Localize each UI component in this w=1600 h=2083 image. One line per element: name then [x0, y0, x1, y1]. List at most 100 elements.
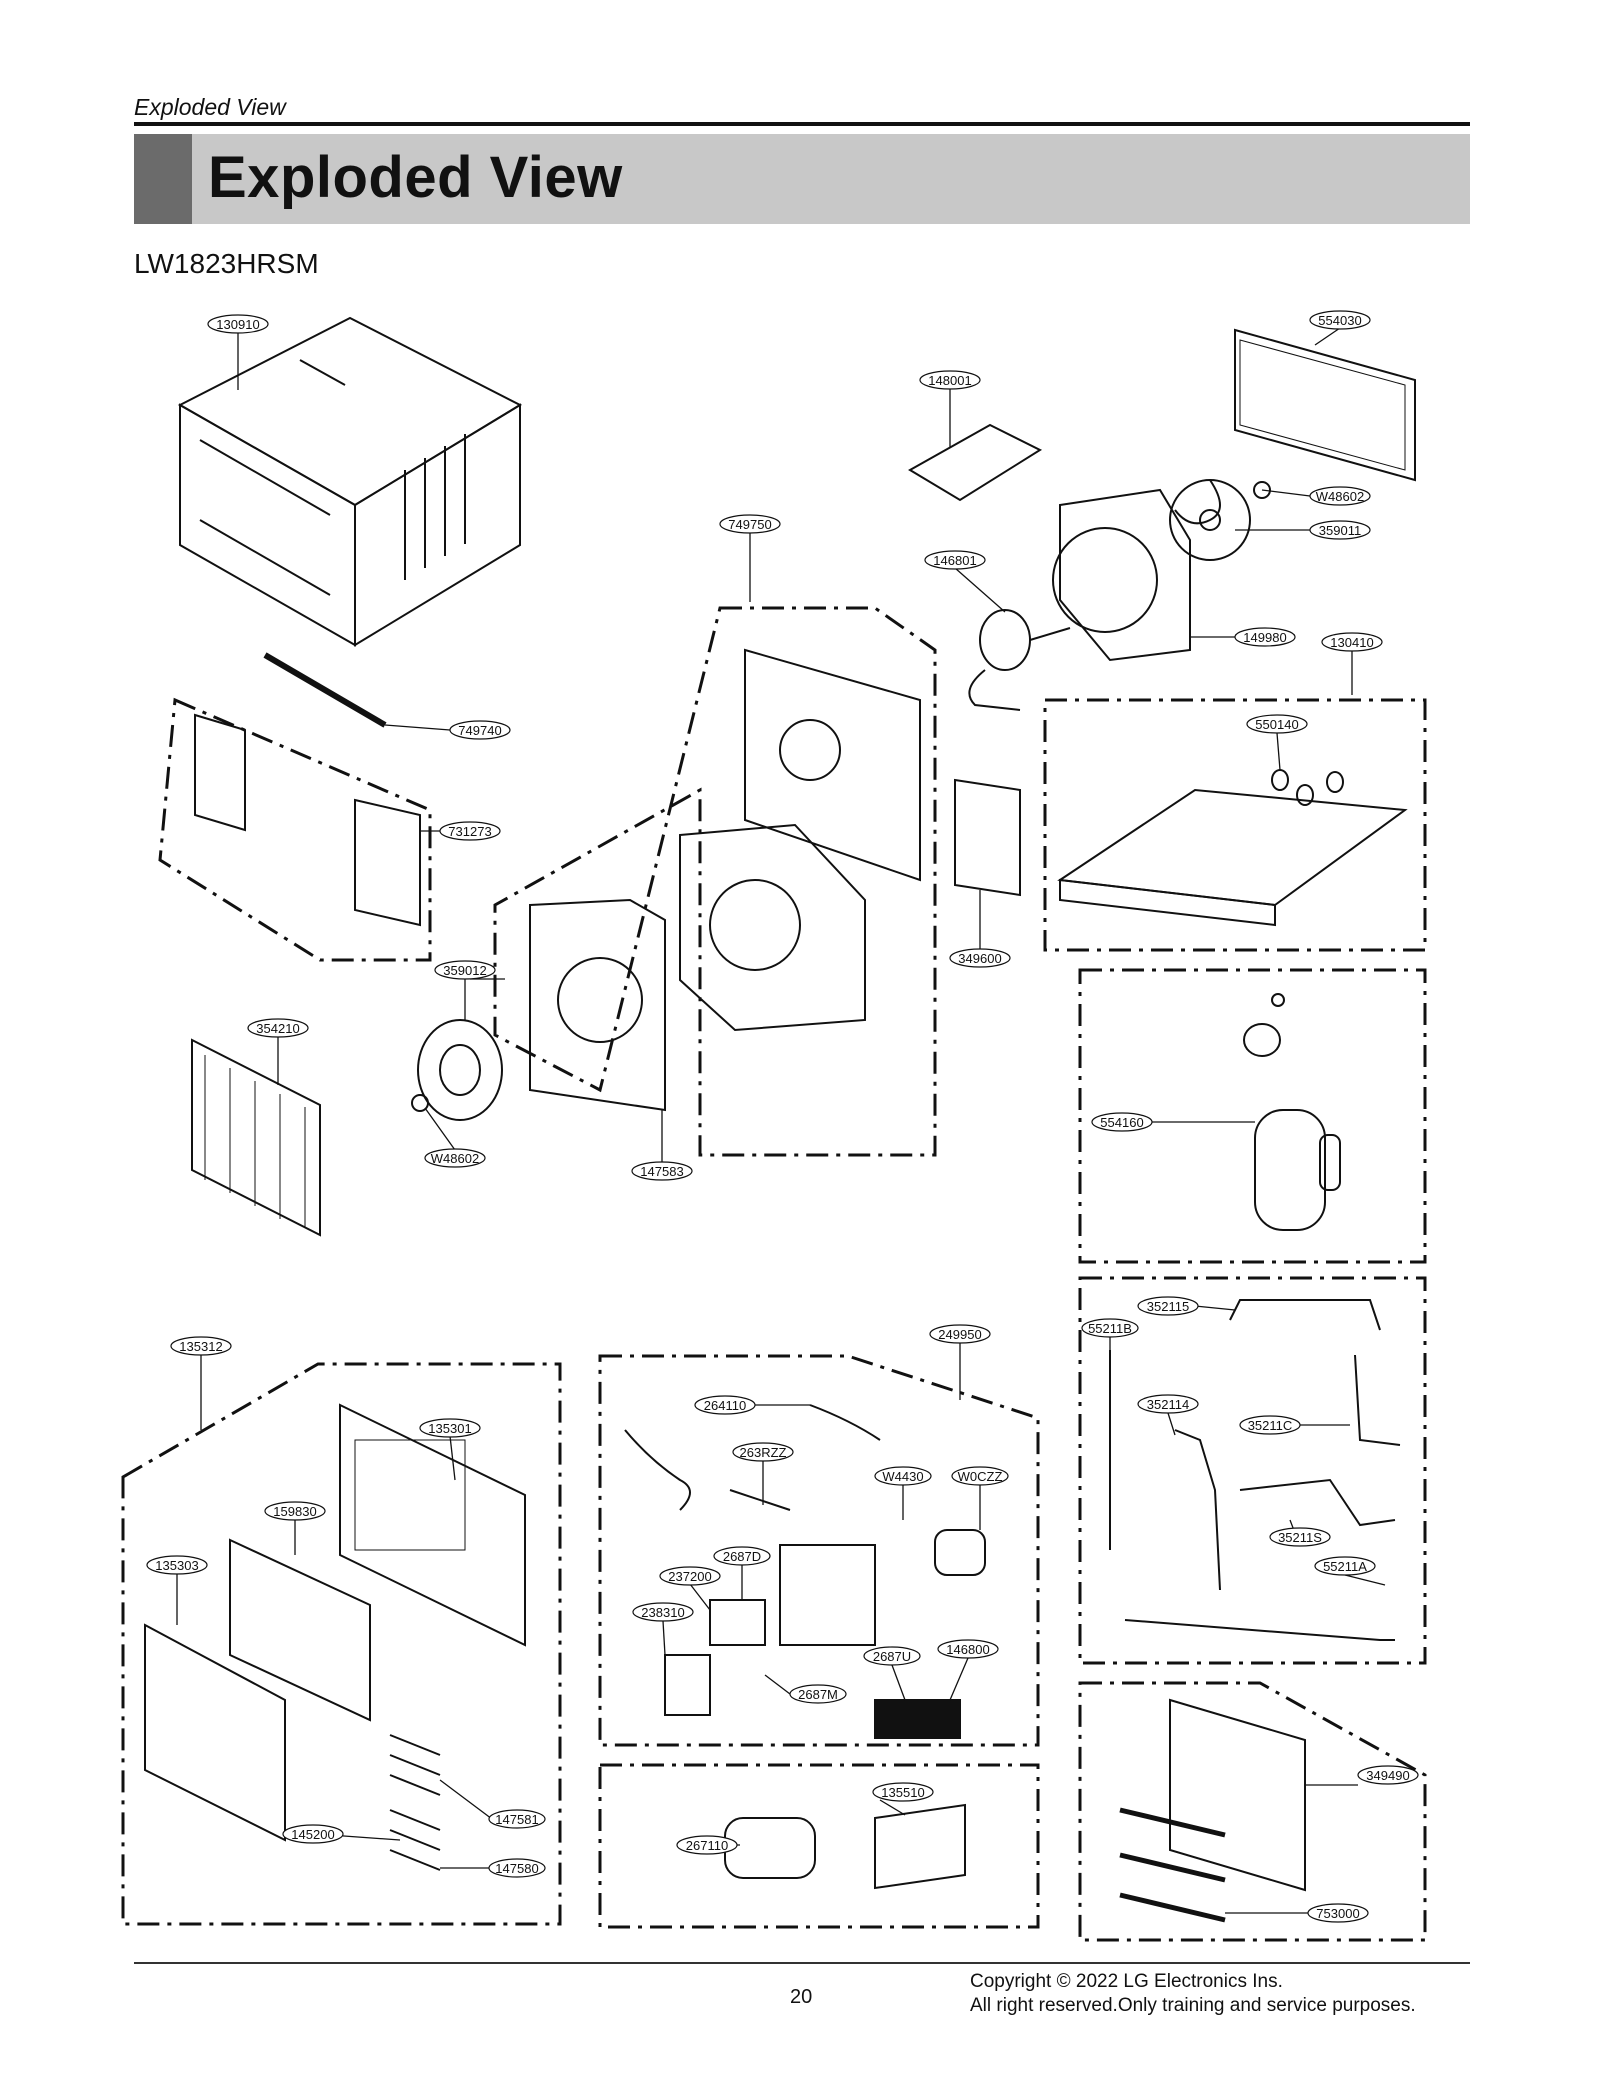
- leader-lines: [176, 327, 1386, 1914]
- svg-text:2687U: 2687U: [873, 1649, 911, 1664]
- callout: 554160: [1091, 1112, 1153, 1132]
- callout: 237200: [659, 1566, 721, 1586]
- svg-text:359011: 359011: [1319, 523, 1361, 538]
- copyright-line-1: Copyright © 2022 LG Electronics Ins.: [970, 1971, 1283, 1992]
- svg-text:349490: 349490: [1366, 1768, 1409, 1783]
- remote-267110-part: [724, 1817, 816, 1879]
- nut-w48602-part: [1253, 481, 1271, 499]
- callout: 359011: [1309, 520, 1371, 540]
- callout: 135303: [146, 1555, 208, 1575]
- frame-749750: [493, 606, 937, 1157]
- callout: 264110: [694, 1395, 756, 1415]
- filter-159830-part: [229, 1538, 371, 1722]
- frame-130410: [1043, 698, 1427, 952]
- callout: 55211B: [1081, 1318, 1139, 1338]
- louvers-part: [389, 1734, 441, 1871]
- svg-text:159830: 159830: [273, 1504, 316, 1519]
- svg-text:146800: 146800: [946, 1642, 989, 1657]
- callout: 267110: [676, 1835, 738, 1855]
- control-box-349600-part: [954, 778, 1021, 897]
- svg-text:35211S: 35211S: [1278, 1530, 1322, 1545]
- page-title: Exploded View: [208, 145, 623, 210]
- callout: 146800: [937, 1639, 999, 1659]
- svg-text:W0CZZ: W0CZZ: [958, 1469, 1003, 1484]
- scroll-housing-part: [529, 823, 866, 1112]
- callout: 349600: [949, 948, 1011, 968]
- svg-text:146801: 146801: [933, 553, 976, 568]
- header-rule: [134, 122, 1470, 126]
- frame-352115: [1078, 1276, 1427, 1665]
- svg-text:130410: 130410: [1330, 635, 1373, 650]
- callout: 147580: [488, 1858, 546, 1878]
- callout: 159830: [264, 1501, 326, 1521]
- callout: 352115: [1137, 1296, 1199, 1316]
- callout: 263RZZ: [732, 1442, 794, 1462]
- svg-text:35211C: 35211C: [1248, 1418, 1293, 1433]
- callout: 35211S: [1269, 1527, 1331, 1547]
- svg-text:749750: 749750: [728, 517, 771, 532]
- callout: 130410: [1321, 632, 1383, 652]
- svg-text:135303: 135303: [155, 1558, 198, 1573]
- svg-text:554030: 554030: [1318, 313, 1361, 328]
- condenser-coil-554030-part: [1234, 328, 1416, 482]
- svg-text:2687M: 2687M: [798, 1687, 838, 1702]
- svg-text:130910: 130910: [216, 317, 259, 332]
- callout: 135312: [170, 1336, 232, 1356]
- svg-text:352115: 352115: [1147, 1299, 1189, 1314]
- svg-text:148001: 148001: [928, 373, 971, 388]
- front-frame-135301-part: [339, 1403, 526, 1647]
- svg-text:135510: 135510: [881, 1785, 924, 1800]
- svg-text:149980: 149980: [1243, 630, 1286, 645]
- svg-text:237200: 237200: [668, 1569, 711, 1584]
- callout: 731273: [439, 821, 501, 841]
- heater-753000-part: [1119, 1807, 1226, 1923]
- copyright-line-2: All right reserved.Only training and ser…: [970, 1995, 1416, 2016]
- page-number: 20: [790, 1986, 813, 2008]
- frame-135312: [121, 1362, 562, 1926]
- callout: 354210: [247, 1018, 309, 1038]
- base-pan-130410-part: [1057, 769, 1408, 927]
- compressor-554160-part: [1243, 993, 1341, 1231]
- callout: 147581: [488, 1809, 546, 1829]
- front-grille-135303-part: [144, 1623, 286, 1842]
- callout: 148001: [919, 370, 981, 390]
- callout: 55211A: [1314, 1556, 1376, 1576]
- shroud-149980-part: [1052, 488, 1191, 662]
- frame-135510: [598, 1763, 1040, 1929]
- side-panel-left-part: [194, 713, 246, 832]
- callout: 249950: [929, 1324, 991, 1344]
- callout: 135301: [419, 1418, 481, 1438]
- cabinet-130910-part: [177, 316, 523, 647]
- svg-text:145200: 145200: [291, 1827, 334, 1842]
- callout-labels: 130910 554030 148001 W48602 359011 74975…: [146, 310, 1419, 1923]
- svg-text:135301: 135301: [428, 1421, 471, 1436]
- svg-text:2687D: 2687D: [723, 1549, 761, 1564]
- callout: W48602: [424, 1148, 486, 1168]
- svg-text:267110: 267110: [686, 1838, 728, 1853]
- electrical-parts: [624, 1404, 986, 1739]
- callout: W0CZZ: [951, 1466, 1009, 1486]
- callout: 550140: [1246, 714, 1308, 734]
- blower-359012-part: [417, 1019, 503, 1121]
- motor-146801-part: [968, 609, 1071, 711]
- callout: 149980: [1234, 627, 1296, 647]
- svg-text:55211A: 55211A: [1323, 1559, 1367, 1574]
- evaporator-coil-354210-part: [191, 1038, 321, 1237]
- svg-text:147581: 147581: [495, 1812, 538, 1827]
- callout: 2687U: [863, 1646, 921, 1666]
- title-accent-block: [134, 134, 192, 224]
- copyright-notice: Copyright © 2022 LG Electronics Ins. All…: [970, 1970, 1416, 2018]
- callout: 35211C: [1239, 1415, 1301, 1435]
- svg-text:147580: 147580: [495, 1861, 538, 1876]
- svg-text:749740: 749740: [458, 723, 501, 738]
- svg-text:238310: 238310: [641, 1605, 684, 1620]
- svg-text:352114: 352114: [1147, 1397, 1189, 1412]
- svg-text:W4430: W4430: [882, 1469, 923, 1484]
- svg-text:349600: 349600: [958, 951, 1001, 966]
- orifice-plate-749750-part: [744, 648, 921, 882]
- callout: 238310: [632, 1602, 694, 1622]
- frame-731273: [158, 697, 432, 962]
- callout: 749750: [719, 514, 781, 534]
- svg-text:264110: 264110: [704, 1398, 746, 1413]
